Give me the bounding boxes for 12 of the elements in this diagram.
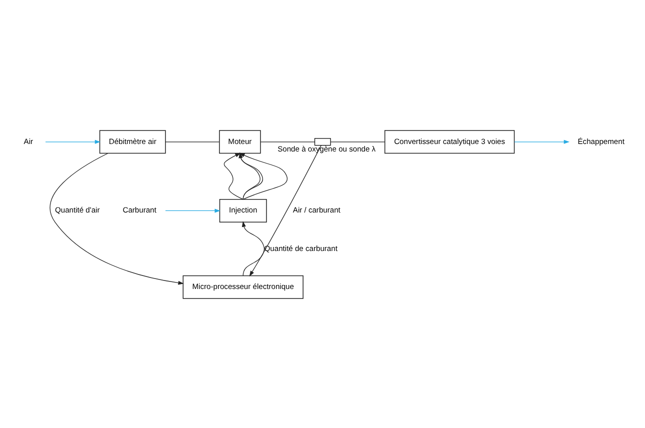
arrow bbox=[242, 220, 265, 276]
arrow bbox=[239, 152, 288, 200]
connector bbox=[165, 141, 220, 142]
arrow bbox=[224, 152, 244, 200]
arrow bbox=[50, 152, 184, 284]
connector bbox=[260, 141, 315, 142]
connector bbox=[330, 141, 386, 142]
arrow bbox=[249, 144, 322, 276]
arrow bbox=[165, 208, 220, 212]
arrow bbox=[514, 139, 570, 144]
node-box bbox=[314, 138, 331, 146]
arrow bbox=[45, 139, 101, 144]
